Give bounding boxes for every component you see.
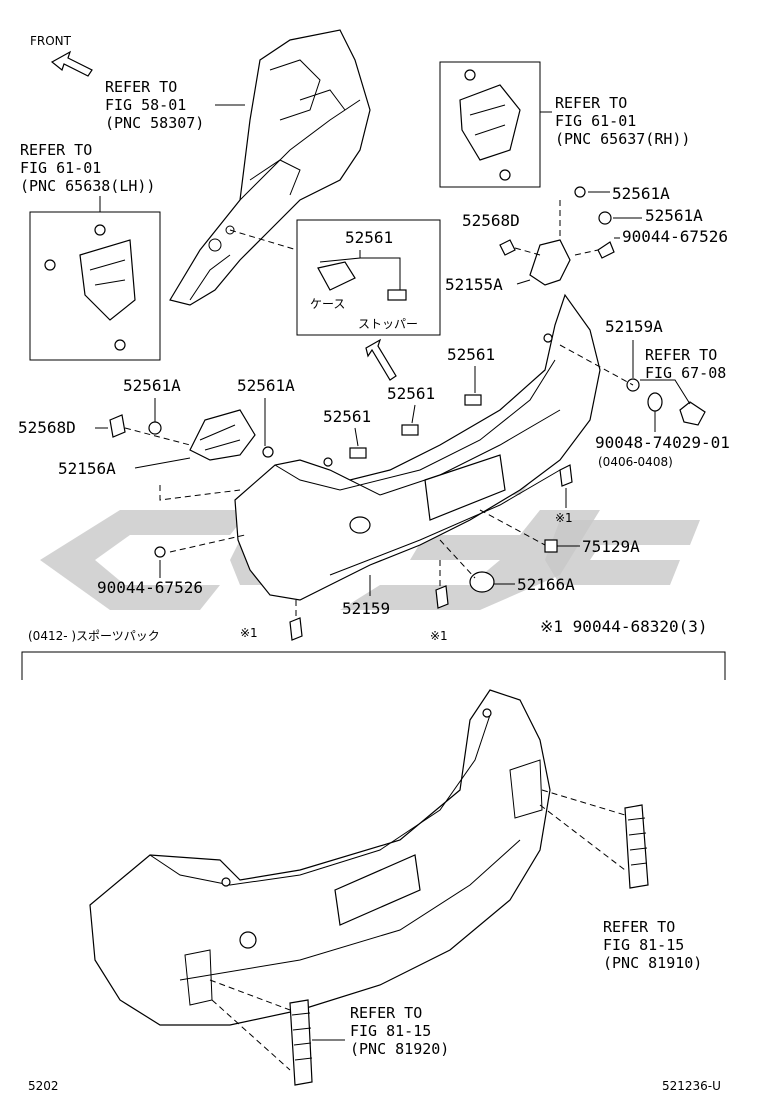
sport-pack-note: (0412- )スポーツパック	[28, 629, 160, 643]
rear-bumper-sport	[89, 689, 551, 1026]
part-52166a: 52166A	[517, 575, 575, 594]
part-52159: 52159	[342, 599, 390, 618]
ref-rh-line2: FIG 61-01	[555, 112, 636, 130]
mark1-left: ※1	[240, 626, 258, 640]
mark1-center: ※1	[430, 629, 448, 643]
ref-fig-61-01-lh: REFER TO FIG 61-01 (PNC 65638(LH))	[20, 141, 161, 361]
part-52159a: 52159A	[605, 317, 663, 336]
part-52561a-left2: 52561A	[237, 376, 295, 395]
ref-fig-61-01-rh: REFER TO FIG 61-01 (PNC 65637(RH))	[439, 61, 690, 188]
case-label: ケース	[310, 297, 345, 311]
part-52156a: 52156A	[58, 459, 116, 478]
bracket-52156a	[189, 409, 256, 461]
legend-note-mark1: ※1 90044-68320(3)	[540, 617, 708, 636]
ref-rh-line3: (PNC 65637(RH))	[555, 130, 690, 148]
lh-lamp-box	[29, 211, 161, 361]
reflector-left: REFER TO FIG 81-15 (PNC 81920)	[209, 979, 449, 1086]
part-52561a-top2: 52561A	[645, 206, 703, 225]
quarter-panel-drawing	[169, 29, 371, 306]
reflector-right: REFER TO FIG 81-15 (PNC 81910)	[539, 789, 702, 972]
page-number: 5202	[28, 1079, 59, 1093]
stopper-label: ストッパー	[358, 317, 418, 331]
ref-67-line1: REFER TO	[645, 346, 717, 364]
center-clips-group: 52561 52561 52561	[323, 345, 495, 459]
part-52561-a: 52561	[447, 345, 495, 364]
ref-58-line1: REFER TO	[105, 78, 177, 96]
section-divider	[21, 651, 726, 680]
part-90044-67526-left: 90044-67526	[97, 578, 203, 597]
ref-81-a-line3: (PNC 81910)	[603, 954, 702, 972]
part-52568d-left: 52568D	[18, 418, 76, 437]
ref-lh-line2: FIG 61-01	[20, 159, 101, 177]
part-52155a: 52155A	[445, 275, 503, 294]
part-52561a-top1: 52561A	[612, 184, 670, 203]
ref-fig-58-01: REFER TO FIG 58-01 (PNC 58307)	[105, 78, 245, 132]
figure-code: 521236-U	[662, 1079, 721, 1093]
part-75129a: 75129A	[582, 537, 640, 556]
front-label: FRONT	[30, 34, 72, 48]
bracket-52155a	[529, 239, 571, 286]
ref-81-b-line1: REFER TO	[350, 1004, 422, 1022]
mark1-right: ※1	[555, 511, 573, 525]
part-52561-box-label: 52561	[345, 228, 393, 247]
part-52561-b: 52561	[387, 384, 435, 403]
rear-bumper-upper	[234, 293, 601, 601]
rh-lamp-part	[459, 84, 521, 161]
part-52561-c: 52561	[323, 407, 371, 426]
ref-81-b-line2: FIG 81-15	[350, 1022, 431, 1040]
case-part	[317, 261, 356, 291]
right-bracket-group: 52568D 52561A 52561A 90044-67526 52155A	[445, 184, 728, 294]
detail-arrow	[365, 338, 397, 381]
part-52568d-top: 52568D	[462, 211, 520, 230]
ref-81-a-line1: REFER TO	[603, 918, 675, 936]
front-arrow: FRONT	[30, 34, 93, 77]
clip-detail-box: 52561 ケース ストッパー	[296, 219, 441, 381]
ref-81-a-line2: FIG 81-15	[603, 936, 684, 954]
ref-lh-line3: (PNC 65638(LH))	[20, 177, 155, 195]
part-52561a-left1: 52561A	[123, 376, 181, 395]
part-90048-date-note: (0406-0408)	[598, 455, 673, 469]
lower-fasteners-group: ※1 75129A 52166A ※1 ※1 52159 ※1 90044-68…	[240, 464, 708, 643]
left-bracket-group: 52561A 52561A 52568D 52156A 90044-67526	[18, 376, 295, 597]
rh-lamp-box	[439, 61, 541, 188]
stopper-part	[387, 289, 407, 301]
part-90048-74029-01: 90048-74029-01	[595, 433, 730, 452]
ref-lh-line1: REFER TO	[20, 141, 92, 159]
ref-58-line3: (PNC 58307)	[105, 114, 204, 132]
license-recess	[424, 454, 506, 521]
ref-58-line2: FIG 58-01	[105, 96, 186, 114]
ref-67-line2: FIG 67-08	[645, 364, 726, 382]
part-90044-67526-top: 90044-67526	[622, 227, 728, 246]
right-fastener-group: 52159A REFER TO FIG 67-08 90048-74029-01…	[559, 317, 730, 469]
ref-rh-line1: REFER TO	[555, 94, 627, 112]
lh-lamp-part	[79, 239, 136, 321]
ref-81-b-line3: (PNC 81920)	[350, 1040, 449, 1058]
